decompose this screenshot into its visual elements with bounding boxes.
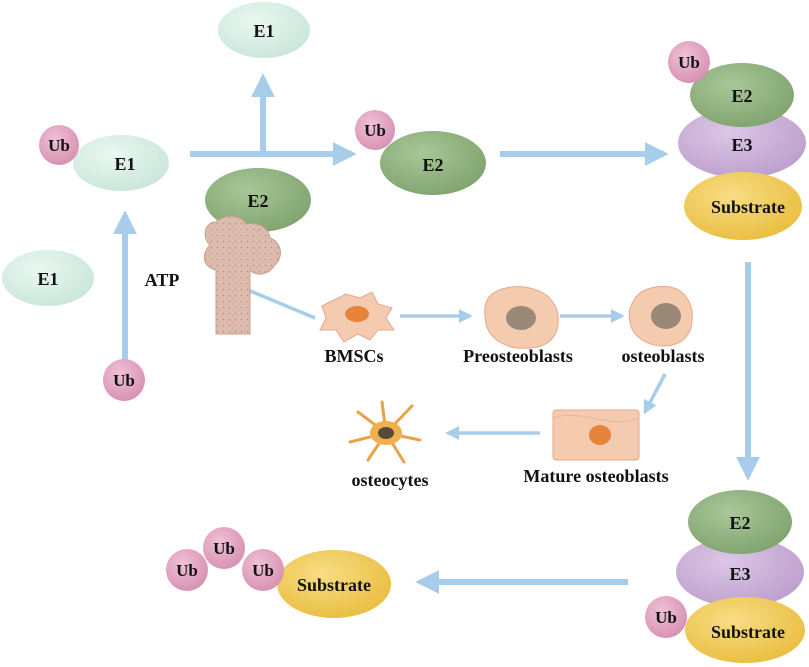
e2-label: E2 bbox=[422, 155, 443, 175]
arrow-osteoblasts-to-mature bbox=[643, 373, 667, 415]
osteoblast-cell-icon bbox=[628, 286, 693, 347]
e2-label: E2 bbox=[247, 191, 268, 211]
ub-label: Ub bbox=[678, 53, 700, 72]
bmscs-label: BMSCs bbox=[324, 346, 383, 366]
atp-label: ATP bbox=[145, 270, 180, 290]
e2-e3-substrate-complex-top: Ub E2 E3 Substrate bbox=[668, 41, 806, 240]
mature-osteoblasts-label: Mature osteoblasts bbox=[523, 466, 668, 486]
e2-label: E2 bbox=[729, 513, 750, 533]
osteoblasts-label: osteoblasts bbox=[621, 346, 704, 366]
e1-ub-conjugate: E1 Ub bbox=[39, 125, 169, 191]
e2-ub-conjugate: E2 Ub bbox=[355, 110, 486, 195]
bmscs-cell-icon bbox=[319, 291, 395, 343]
ub-label: Ub bbox=[176, 561, 198, 580]
free-e1-left: E1 bbox=[2, 250, 94, 306]
arrows bbox=[113, 73, 760, 594]
polyubiquitinated-substrate: Ub Ub Ub Substrate bbox=[166, 527, 391, 618]
bone-icon bbox=[203, 215, 281, 335]
ub-label: Ub bbox=[48, 136, 70, 155]
ub-label: Ub bbox=[252, 561, 274, 580]
e1-label: E1 bbox=[253, 21, 274, 41]
free-ub: Ub bbox=[103, 359, 145, 401]
substrate-label: Substrate bbox=[711, 197, 785, 217]
substrate-label: Substrate bbox=[297, 575, 371, 595]
osteocytes-label: osteocytes bbox=[352, 470, 429, 490]
e3-label: E3 bbox=[729, 564, 750, 584]
e3-label: E3 bbox=[731, 135, 752, 155]
e1-label: E1 bbox=[114, 154, 135, 174]
preosteoblasts-label: Preosteoblasts bbox=[463, 346, 573, 366]
ub-label: Ub bbox=[655, 608, 677, 627]
ub-label: Ub bbox=[213, 539, 235, 558]
free-e1-top: E1 bbox=[218, 2, 310, 58]
substrate-label: Substrate bbox=[711, 622, 785, 642]
osteocyte-cell-icon bbox=[348, 400, 422, 464]
e2-label: E2 bbox=[731, 86, 752, 106]
mature-osteoblast-cell-icon bbox=[552, 409, 640, 461]
ub-label: Ub bbox=[364, 121, 386, 140]
e1-label: E1 bbox=[37, 269, 58, 289]
ub-label: Ub bbox=[113, 371, 135, 390]
preosteoblast-cell-icon bbox=[484, 286, 559, 349]
e2-e3-substrate-complex-bottom: Ub E2 E3 Substrate bbox=[645, 490, 805, 663]
